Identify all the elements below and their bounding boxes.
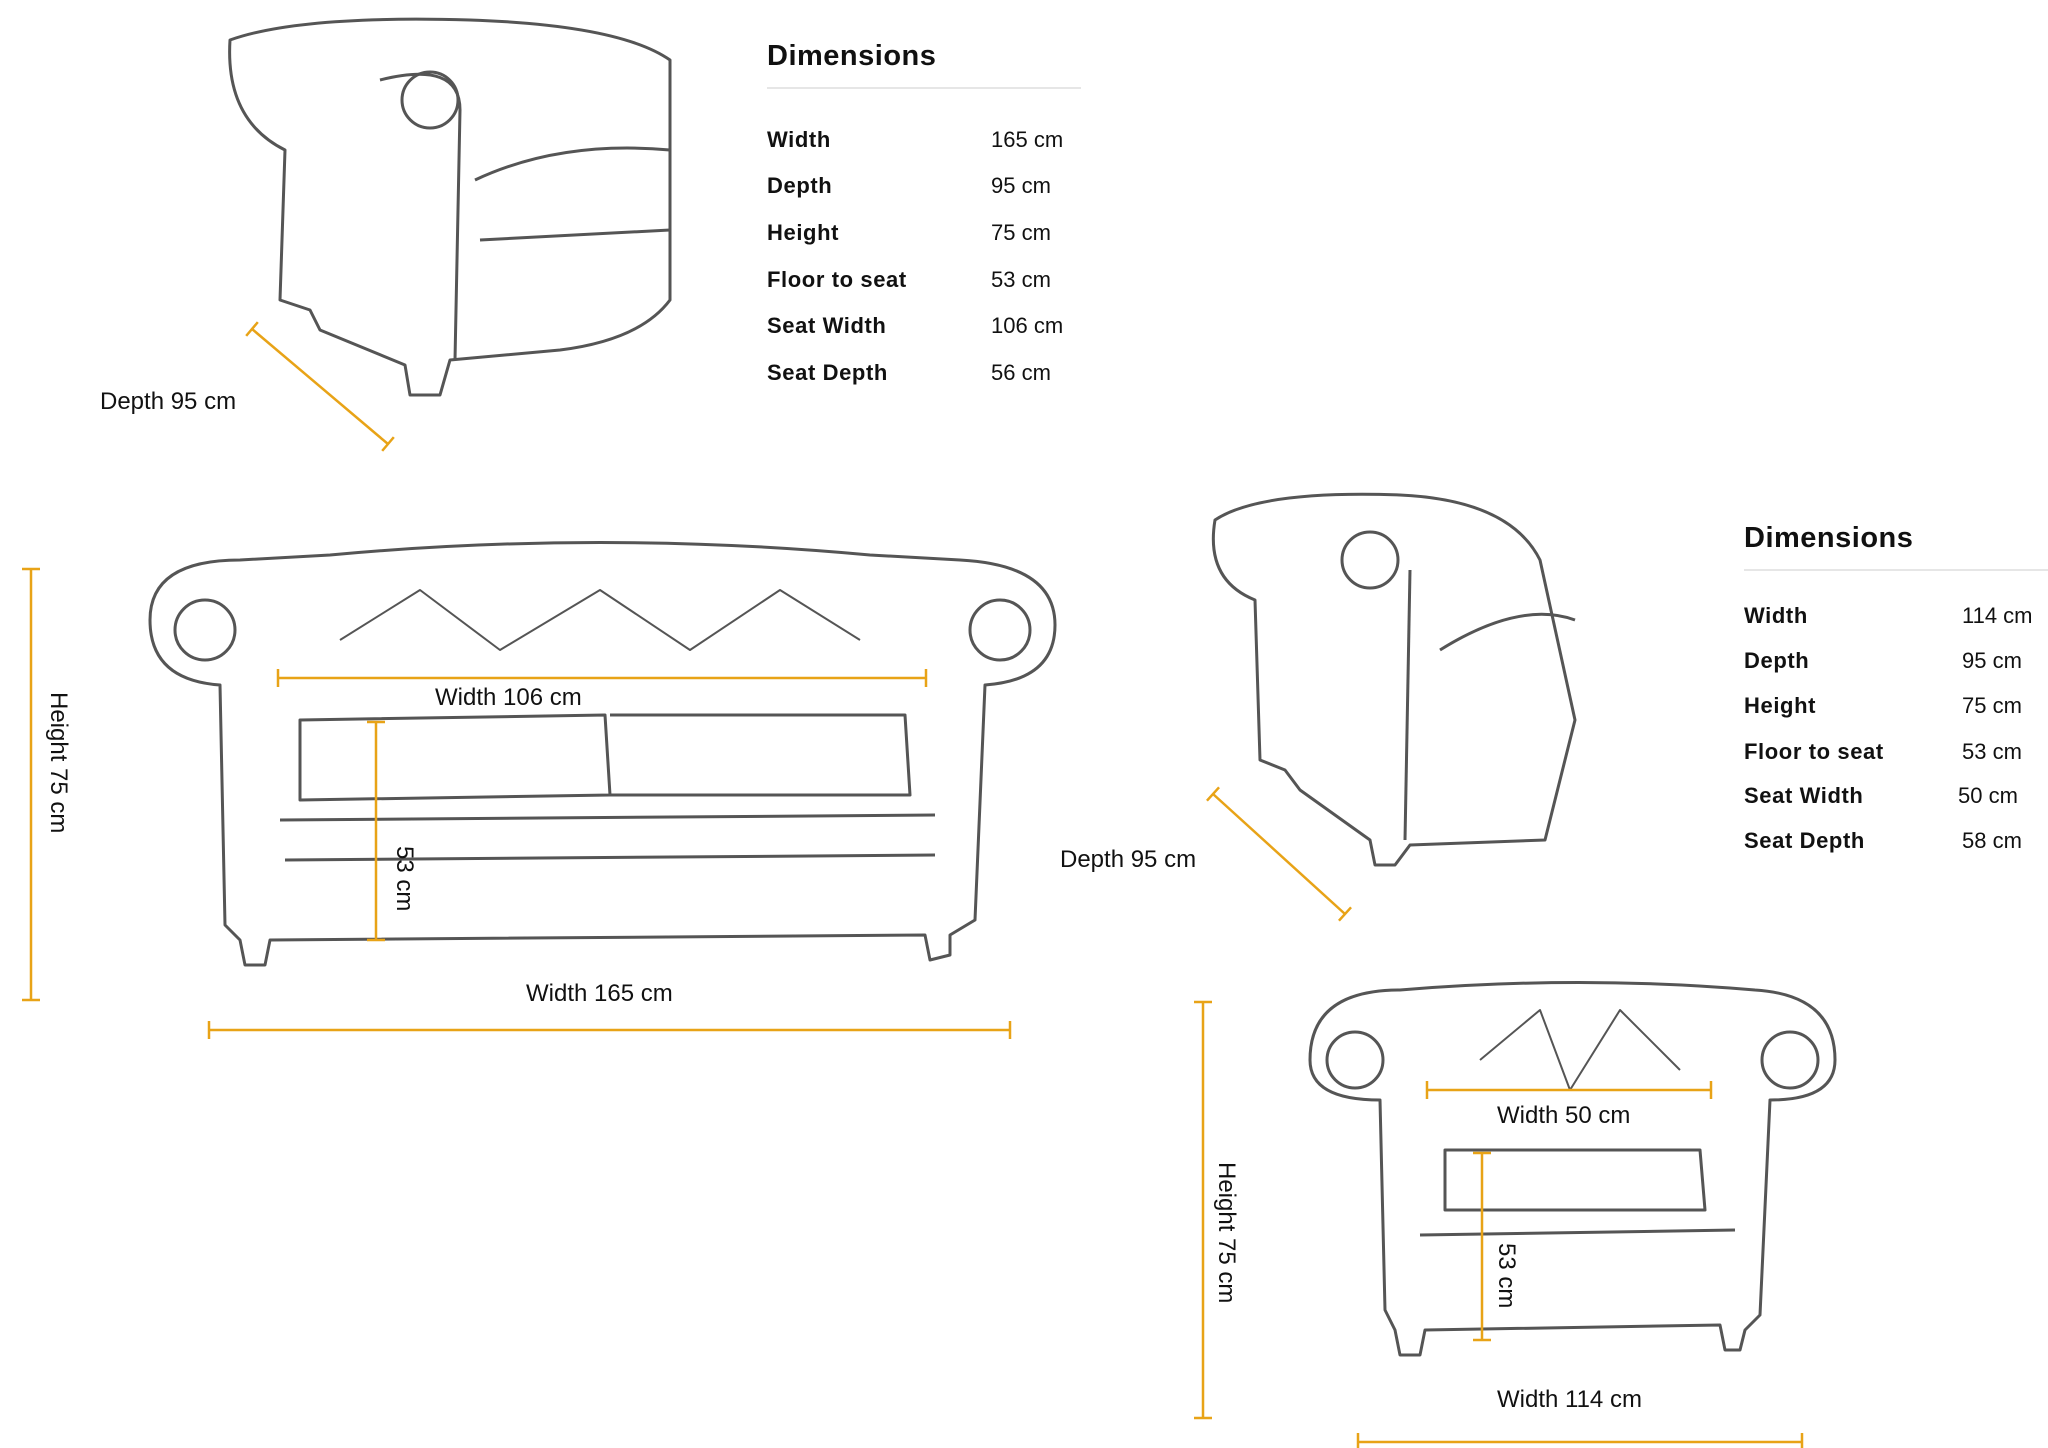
depth-line-tick — [1206, 786, 1220, 802]
dimension-row: Floor to seat 53 cm — [1744, 739, 2022, 765]
dimension-row: Seat Depth 56 cm — [767, 360, 1051, 386]
dimension-value: 53 cm — [991, 267, 1051, 292]
dimensions-table-armchair: Dimensions Width 114 cm Depth 95 cm Height… — [1744, 522, 2048, 853]
divider — [1744, 569, 2048, 571]
dimension-row: Floor to seat 53 cm — [767, 267, 1051, 293]
dimension-row: Depth 95 cm — [1744, 648, 2022, 674]
height-annotation: Height 75 cm — [1213, 1162, 1240, 1304]
seat-height-annotation: 53 cm — [1493, 1243, 1520, 1309]
dimension-label: Depth — [1744, 648, 1810, 673]
height-annotation: Height 75 cm — [45, 692, 72, 834]
dimensions-table-two-seater: Dimensions Width 165 cm Depth 95 cm Height… — [767, 40, 1081, 385]
dimensions-title: Dimensions — [767, 40, 937, 72]
dimension-label: Width — [767, 127, 831, 152]
dimension-value: 50 cm — [1958, 783, 2018, 808]
dimension-label: Seat Width — [767, 313, 887, 338]
dimension-label: Floor to seat — [1744, 739, 1884, 764]
seat-width-annotation: Width 50 cm — [1497, 1102, 1631, 1129]
dimension-value: 106 cm — [991, 313, 1064, 338]
dimension-value: 58 cm — [1962, 828, 2022, 853]
depth-line-tick — [381, 436, 395, 452]
dimension-value: 75 cm — [991, 220, 1051, 245]
dimension-value: 75 cm — [1962, 693, 2022, 718]
dimension-row: Seat Depth 58 cm — [1744, 828, 2022, 854]
dimensions-title: Dimensions — [1744, 522, 1914, 554]
armchair-side-sketch — [1211, 492, 1577, 867]
dimension-value: 114 cm — [1962, 603, 2033, 628]
dimension-row: Width 114 cm — [1744, 603, 2033, 629]
sofa-front-sketch — [148, 541, 1057, 967]
dimension-row: Height 75 cm — [767, 220, 1051, 246]
dimension-row: Seat Width 50 cm — [1744, 783, 2018, 809]
depth-line-tick — [245, 321, 259, 337]
dimension-value: 95 cm — [991, 173, 1051, 198]
dimension-label: Height — [767, 220, 840, 245]
dimension-value: 165 cm — [991, 127, 1064, 152]
dimension-row: Seat Width 106 cm — [767, 313, 1063, 339]
dimension-label: Seat Width — [1744, 783, 1864, 808]
dimension-value: 53 cm — [1962, 739, 2022, 764]
dimension-row: Height 75 cm — [1744, 693, 2022, 719]
sofa-side-sketch — [228, 17, 672, 397]
depth-line-tick — [1338, 906, 1352, 922]
seat-height-annotation: 53 cm — [391, 846, 418, 912]
divider — [767, 87, 1081, 89]
dimension-row: Depth 95 cm — [767, 173, 1051, 199]
depth-annotation: Depth 95 cm — [1060, 846, 1197, 873]
width-annotation: Width 165 cm — [526, 980, 673, 1007]
dimension-value: 95 cm — [1962, 648, 2022, 673]
dimension-value: 56 cm — [991, 360, 1051, 385]
dimension-row: Width 165 cm — [767, 127, 1063, 153]
depth-line — [251, 328, 389, 445]
seat-width-annotation: Width 106 cm — [435, 684, 582, 711]
dimension-label: Seat Depth — [1744, 828, 1865, 853]
depth-annotation: Depth 95 cm — [100, 388, 237, 415]
dimension-label: Height — [1744, 693, 1817, 718]
dimension-label: Floor to seat — [767, 267, 907, 292]
width-annotation: Width 114 cm — [1497, 1386, 1642, 1413]
dimension-label: Width — [1744, 603, 1808, 628]
armchair-front-sketch — [1308, 981, 1837, 1357]
dimension-label: Depth — [767, 173, 833, 198]
depth-line — [1212, 793, 1346, 915]
dimension-label: Seat Depth — [767, 360, 888, 385]
